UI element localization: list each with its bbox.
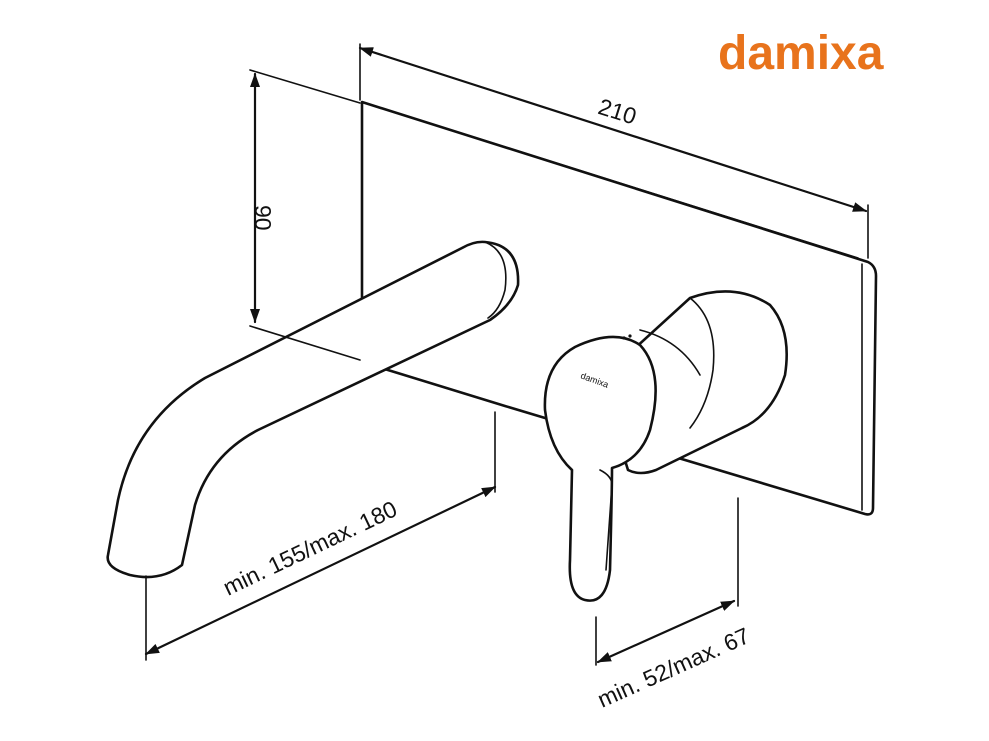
dimension-label-210: 210 <box>595 93 639 129</box>
dimension-label-spout: min. 155/max. 180 <box>219 496 401 601</box>
dimension-handle-depth: min. 52/max. 67 <box>593 497 754 713</box>
lever-handle: damixa <box>543 334 657 602</box>
dimension-label-90: 90 <box>250 205 276 231</box>
dimension-label-handle: min. 52/max. 67 <box>593 622 753 712</box>
spout <box>106 240 520 579</box>
dimension-plate-height: 90 <box>249 69 361 361</box>
